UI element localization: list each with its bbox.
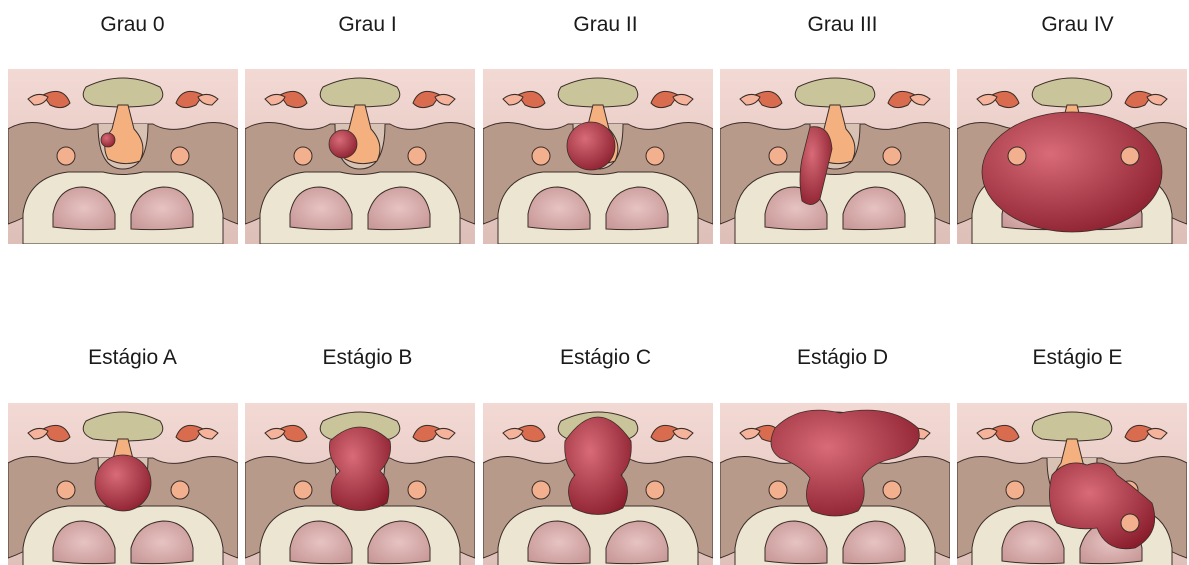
tumor-fills-sella [567, 122, 615, 170]
stage-e-panel [957, 403, 1187, 565]
stage-a-panel [8, 403, 238, 565]
tumor-sella-round [95, 455, 151, 511]
stage-c-label: Estágio C [488, 347, 723, 368]
tumor-small-inside [101, 133, 115, 147]
grade-2-illustration [483, 69, 713, 244]
grade-2-label: Grau II [488, 14, 723, 35]
grade-1-label: Grau I [250, 14, 485, 35]
grade-3-label: Grau III [725, 14, 960, 35]
stage-a-label: Estágio A [15, 347, 250, 368]
grade-4-illustration [957, 69, 1187, 244]
tumor-medium-inside [329, 130, 357, 158]
tumor-suprasellar-small [329, 427, 390, 511]
stage-4-illustration [957, 403, 1187, 565]
grade-3-panel [720, 69, 950, 244]
tumor-suprasellar-large [565, 417, 632, 515]
stage-c-panel [483, 403, 713, 565]
grade-4-label: Grau IV [960, 14, 1189, 35]
stage-b-panel [245, 403, 475, 565]
skull-base-anatomy [8, 69, 238, 244]
stage-d-label: Estágio D [725, 347, 960, 368]
grade-0-label: Grau 0 [15, 14, 250, 35]
grade-0-illustration [8, 69, 238, 244]
skull-base-anatomy [720, 69, 950, 244]
stage-b-label: Estágio B [250, 347, 485, 368]
grade-3-illustration [720, 69, 950, 244]
tumor-diffuse-large [982, 112, 1162, 232]
stage-d-panel [720, 403, 950, 565]
grade-2-panel [483, 69, 713, 244]
grade-1-panel [245, 69, 475, 244]
grade-1-illustration [245, 69, 475, 244]
grade-0-panel [8, 69, 238, 244]
skull-base-anatomy [245, 69, 475, 244]
stage-2-illustration [483, 403, 713, 565]
grade-4-panel [957, 69, 1187, 244]
stage-3-illustration [720, 403, 950, 565]
stage-e-label: Estágio E [960, 347, 1189, 368]
stage-0-illustration [8, 403, 238, 565]
stage-1-illustration [245, 403, 475, 565]
